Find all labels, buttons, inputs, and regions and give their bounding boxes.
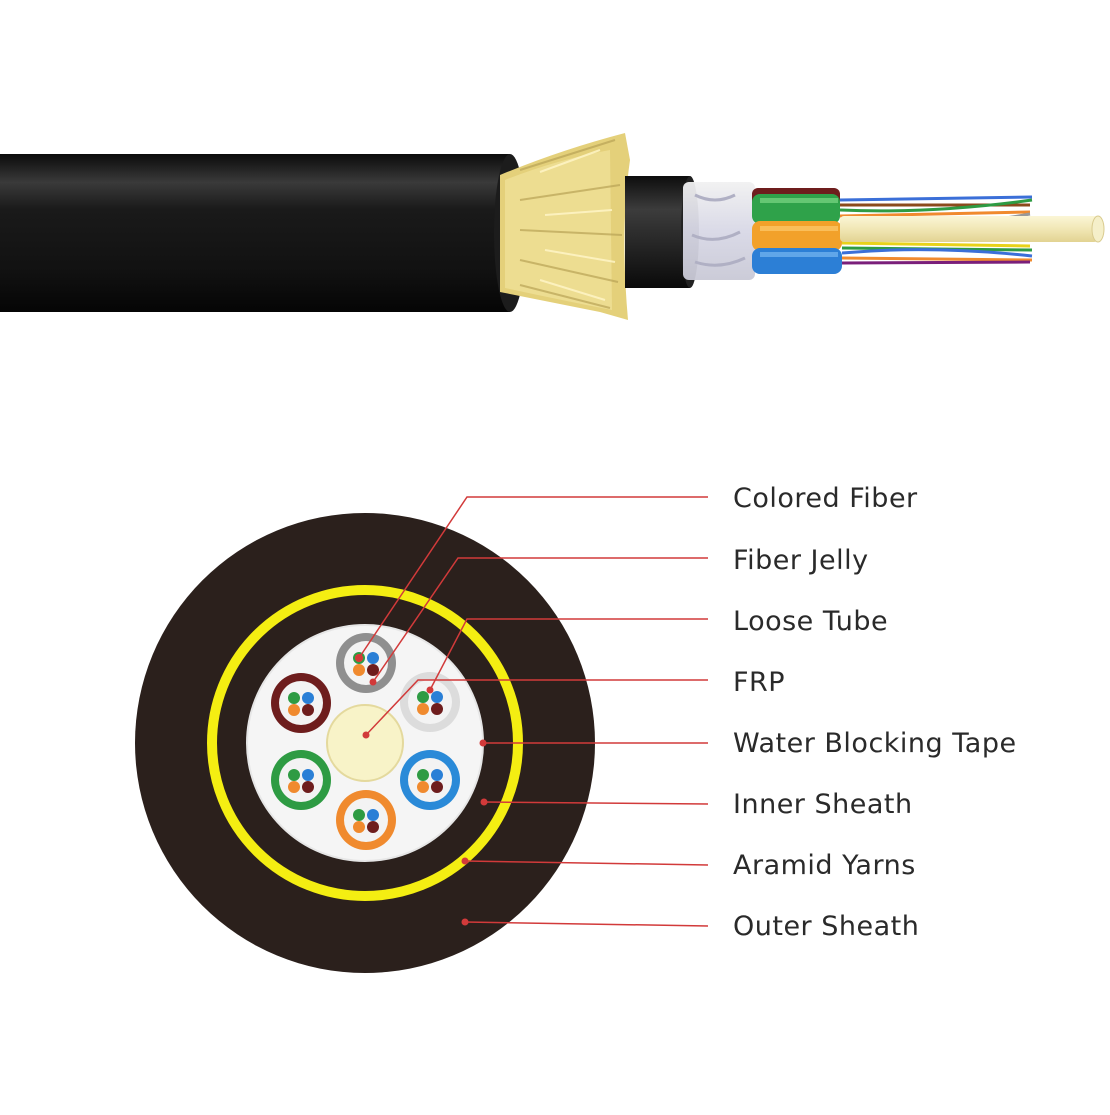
- leader-water-blocking-tape-dot: [479, 739, 487, 747]
- leader-aramid-yarns: [464, 860, 709, 866]
- colored-fiber-dot: [431, 703, 443, 715]
- label-frp: FRP: [733, 667, 786, 698]
- colored-fiber-dot: [288, 704, 300, 716]
- leader-fiber-jelly-dot: [369, 678, 377, 686]
- colored-fiber-dot: [353, 821, 365, 833]
- cable-cross-section: [135, 513, 595, 973]
- colored-fiber-dot: [302, 781, 314, 793]
- leader-colored-fiber-dot: [355, 654, 363, 662]
- colored-fiber-dot: [431, 691, 443, 703]
- outer-sheath-body: [0, 154, 510, 312]
- water-blocking-tape-body: [683, 182, 755, 280]
- fiber-jelly-fill: [279, 758, 323, 802]
- colored-fiber-dot: [302, 704, 314, 716]
- loose-tubes-side: [752, 188, 842, 274]
- leader-loose-tube: [429, 618, 708, 691]
- leader-lines: [355, 496, 709, 927]
- leader-outer-sheath: [464, 921, 709, 927]
- colored-fiber-dot: [288, 769, 300, 781]
- colored-fiber-dot: [417, 769, 429, 781]
- leader-outer-sheath-dot: [461, 918, 469, 926]
- inner-sheath-body: [625, 176, 690, 288]
- colored-fiber-dot: [367, 821, 379, 833]
- frp-rod-side: [840, 216, 1098, 242]
- leader-colored-fiber: [358, 496, 708, 659]
- colored-fiber-dot: [302, 769, 314, 781]
- aramid-yarns-strands: [500, 133, 630, 320]
- leader-loose-tube-dot: [426, 686, 434, 694]
- frp-rod-end: [1091, 215, 1105, 243]
- colored-fiber-dot: [431, 769, 443, 781]
- colored-fiber-dot: [302, 692, 314, 704]
- colored-fiber-dot: [353, 664, 365, 676]
- frp-core: [326, 704, 404, 782]
- label-aramid-yarns: Aramid Yarns: [733, 850, 916, 881]
- colored-fiber-dot: [367, 664, 379, 676]
- colored-fiber-dot: [288, 692, 300, 704]
- cable-side-view: [0, 133, 1105, 320]
- colored-fiber-dot: [431, 781, 443, 793]
- fiber-jelly-fill: [408, 758, 452, 802]
- colored-fiber-dot: [417, 781, 429, 793]
- leader-frp: [365, 679, 708, 736]
- colored-fiber-dot: [367, 809, 379, 821]
- leader-frp-dot: [362, 731, 370, 739]
- label-inner-sheath: Inner Sheath: [733, 789, 913, 820]
- colored-fiber-dot: [417, 703, 429, 715]
- leader-aramid-yarns-dot: [461, 857, 469, 865]
- fiber-jelly-fill: [279, 681, 323, 725]
- label-loose-tube: Loose Tube: [733, 606, 889, 637]
- colored-fiber-dot: [367, 652, 379, 664]
- label-colored-fiber: Colored Fiber: [733, 483, 918, 514]
- leader-fiber-jelly: [372, 557, 708, 683]
- label-water-blocking-tape: Water Blocking Tape: [733, 728, 1017, 759]
- label-outer-sheath: Outer Sheath: [733, 911, 920, 942]
- colored-fiber-dot: [288, 781, 300, 793]
- colored-fiber-dot: [417, 691, 429, 703]
- fiber-jelly-fill: [344, 798, 388, 842]
- label-fiber-jelly: Fiber Jelly: [733, 545, 869, 576]
- leader-inner-sheath: [483, 801, 709, 805]
- leader-inner-sheath-dot: [480, 798, 488, 806]
- colored-fiber-dot: [353, 809, 365, 821]
